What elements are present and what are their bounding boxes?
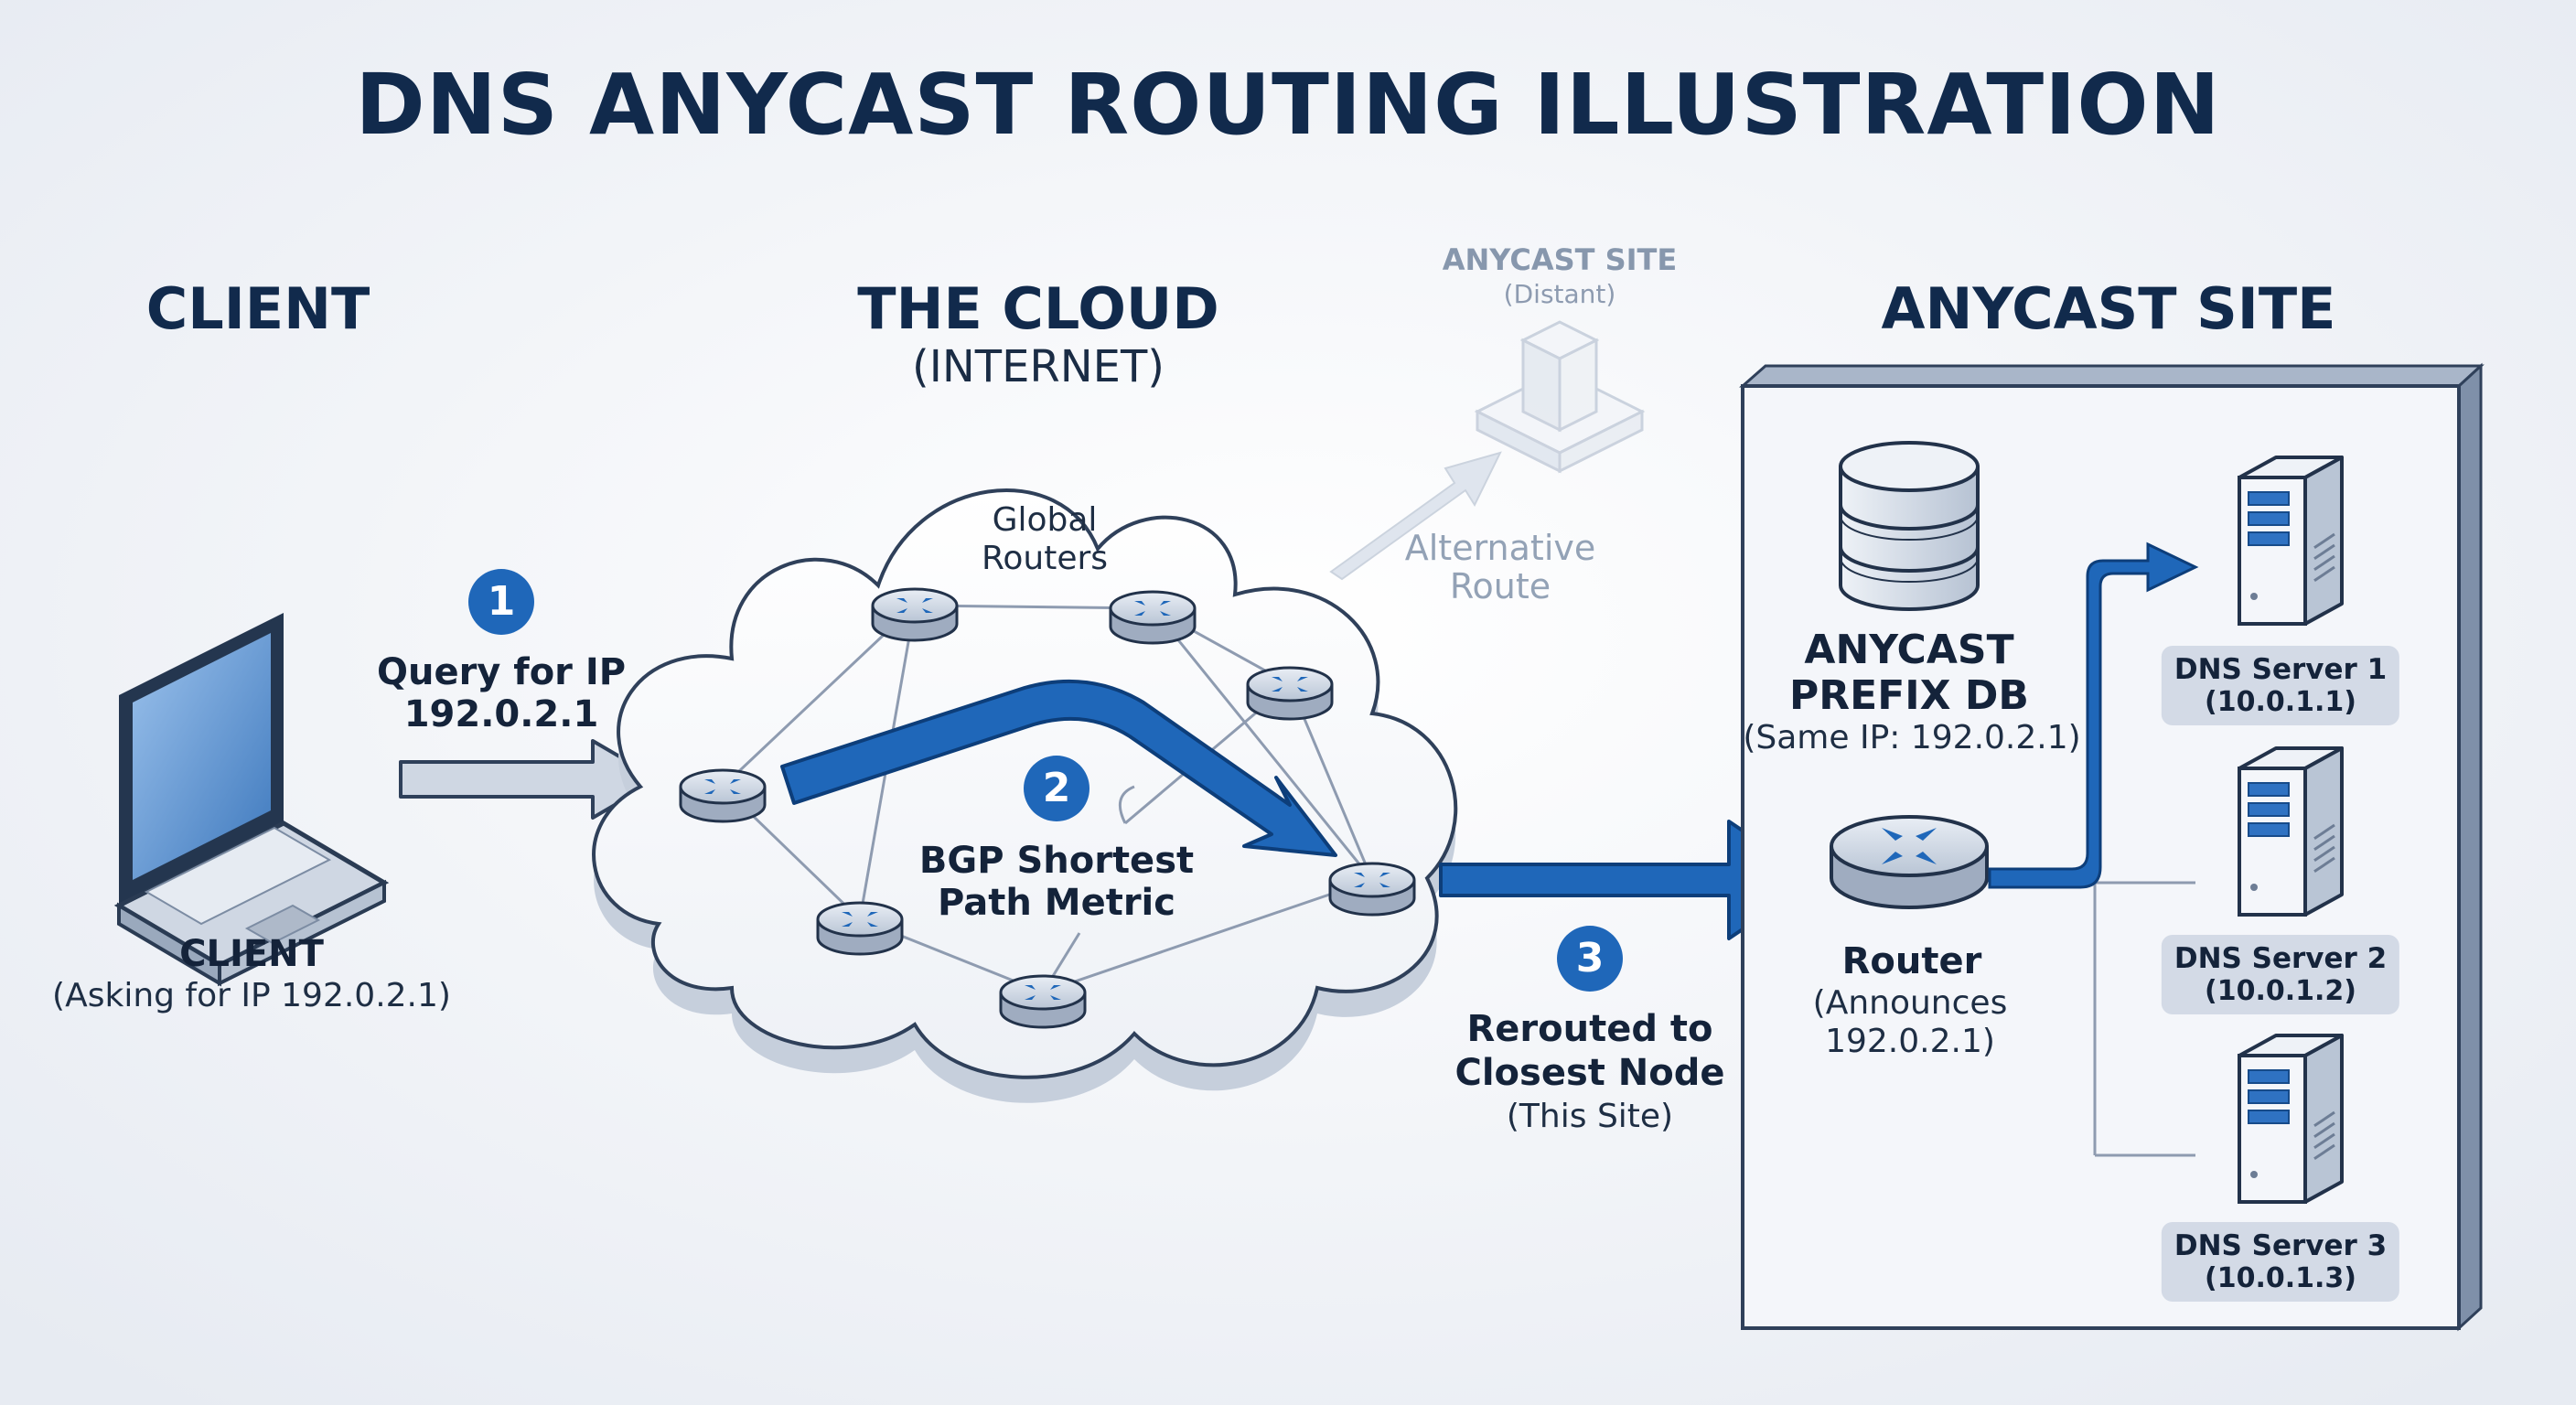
laptop-icon bbox=[113, 613, 390, 987]
step-3-label-2: Closest Node bbox=[1454, 1052, 1725, 1094]
step-1-badge: 1 bbox=[468, 569, 534, 635]
step-3-badge: 3 bbox=[1557, 926, 1623, 992]
router-label-1: Router bbox=[1841, 940, 1982, 982]
cloud-section-heading: THE CLOUD bbox=[857, 275, 1219, 342]
router-icon bbox=[1328, 862, 1416, 917]
site-section-heading: ANYCAST SITE bbox=[1881, 275, 2336, 342]
step-1-label-2: 192.0.2.1 bbox=[403, 693, 599, 735]
server-1-name: DNS Server 1 bbox=[2174, 653, 2388, 686]
step-2-badge: 2 bbox=[1024, 756, 1089, 821]
prefix-db-label-2: PREFIX DB bbox=[1789, 672, 2029, 719]
diagram-title: DNS ANYCAST ROUTING ILLUSTRATION bbox=[355, 56, 2221, 154]
server-1-label: DNS Server 1 (10.0.1.1) bbox=[2161, 646, 2400, 725]
dns-server-3-icon bbox=[2238, 1034, 2344, 1204]
client-section-heading: CLIENT bbox=[145, 275, 370, 342]
anycast-prefix-db-icon bbox=[1839, 441, 1980, 611]
prefix-db-label-1: ANYCAST bbox=[1804, 627, 2014, 673]
router-label-3: 192.0.2.1) bbox=[1825, 1023, 1995, 1060]
distant-site-server-icon bbox=[1474, 320, 1646, 474]
server-1-ip: (10.0.1.1) bbox=[2205, 686, 2356, 718]
cloud-section-subheading: (INTERNET) bbox=[911, 341, 1165, 392]
distant-site-title: ANYCAST SITE bbox=[1442, 242, 1678, 277]
router-icon bbox=[999, 974, 1087, 1029]
distant-site-subtitle: (Distant) bbox=[1503, 279, 1616, 309]
dns-servers bbox=[2238, 456, 2344, 1204]
prefix-db-label-3: (Same IP: 192.0.2.1) bbox=[1743, 719, 2081, 756]
alternative-route-label-1: Alternative bbox=[1404, 528, 1596, 568]
router-to-server1-arrow bbox=[1988, 542, 2199, 889]
client-label: CLIENT bbox=[179, 933, 324, 975]
router-icon bbox=[871, 587, 959, 642]
server-2-ip: (10.0.1.2) bbox=[2205, 975, 2356, 1007]
bgp-shortest-path-arrow bbox=[780, 679, 1337, 857]
client-sublabel: (Asking for IP 192.0.2.1) bbox=[52, 977, 451, 1014]
step-2-label-1: BGP Shortest bbox=[918, 840, 1195, 882]
router-icon bbox=[816, 901, 904, 956]
server-3-label: DNS Server 3 (10.0.1.3) bbox=[2161, 1222, 2400, 1302]
alternative-route-arrow bbox=[1329, 451, 1502, 581]
site-router-icon bbox=[1830, 815, 1989, 909]
step-3-label-3: (This Site) bbox=[1506, 1098, 1674, 1135]
router-label-2: (Announces bbox=[1812, 984, 2008, 1022]
step-2-label-2: Path Metric bbox=[938, 882, 1175, 924]
server-3-name: DNS Server 3 bbox=[2174, 1229, 2388, 1262]
server-2-name: DNS Server 2 bbox=[2174, 942, 2388, 975]
server-3-ip: (10.0.1.3) bbox=[2205, 1262, 2356, 1294]
router-icon bbox=[679, 768, 767, 823]
dns-server-2-icon bbox=[2238, 746, 2344, 917]
router-icon bbox=[1246, 666, 1334, 721]
global-routers bbox=[679, 587, 1416, 1029]
step-1-label-1: Query for IP bbox=[376, 651, 627, 693]
alternative-route-label-2: Route bbox=[1449, 566, 1551, 606]
global-routers-label-1: Global bbox=[992, 501, 1098, 539]
dns-server-1-icon bbox=[2238, 456, 2344, 626]
global-routers-label-2: Routers bbox=[981, 540, 1109, 577]
step-3-label-1: Rerouted to bbox=[1466, 1008, 1713, 1050]
server-2-label: DNS Server 2 (10.0.1.2) bbox=[2161, 935, 2400, 1014]
router-icon bbox=[1109, 590, 1197, 645]
